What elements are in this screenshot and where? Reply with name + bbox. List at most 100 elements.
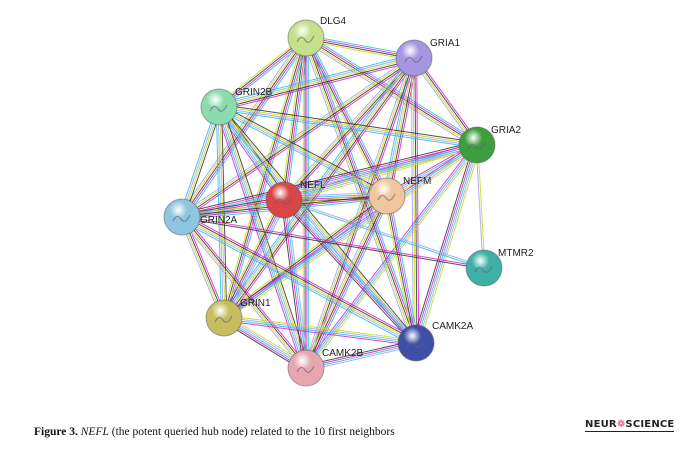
figure-caption: Figure 3. NEFL (the potent queried hub n… [34,426,395,438]
node-nefl[interactable]: NEFL [265,180,326,219]
edge-evidence-line [217,108,386,199]
edge-evidence-line [304,57,414,368]
edge-evidence-line [218,107,477,147]
edge-gria1-camk2a [410,57,420,344]
neuroscience-logo: NEUR❁SCIENCE [585,419,675,432]
node-bubble[interactable] [465,249,503,287]
edge-evidence-line [219,105,478,145]
edge-evidence-line [182,215,485,268]
edge-evidence-line [283,200,484,270]
edge-evidence-line [180,36,305,217]
edge-evidence-line [226,201,288,320]
edge-grin2b-gria2 [218,103,478,149]
edge-evidence-line [416,57,420,343]
node-label: CAMK2B [322,348,363,359]
node-bubble[interactable] [397,324,435,362]
edge-evidence-line [219,59,415,110]
edge-evidence-line [217,35,305,106]
edge-evidence-line [182,214,418,342]
protein-structure-icon [209,104,228,112]
protein-structure-icon [406,340,425,348]
edge-evidence-line [217,107,416,344]
edge-evidence-line [223,320,416,347]
node-gria2[interactable]: GRIA2 [458,125,521,164]
node-gria1[interactable]: GRIA1 [395,38,460,77]
edge-evidence-line [302,56,412,368]
edge-grin2b-camk2a [216,104,419,346]
edge-evidence-line [308,58,418,370]
edge-gria2-mtmr2 [475,144,486,269]
node-bubble[interactable] [287,349,325,387]
node-bubble[interactable] [395,39,433,77]
edge-evidence-line [178,105,217,217]
edge-evidence-line [183,38,308,219]
edge-evidence-line [308,36,420,342]
edge-evidence-line [218,106,285,201]
edge-gria2-grin2a [181,141,478,221]
edge-evidence-line [308,197,391,370]
node-bubble[interactable] [265,181,303,219]
node-mtmr2[interactable]: MTMR2 [465,248,534,287]
node-bubble[interactable] [458,126,496,164]
edge-evidence-line [220,198,282,317]
node-bubble[interactable] [163,198,201,236]
edge-evidence-line [284,199,418,343]
edge-evidence-line [219,61,415,111]
edge-evidence-line [389,195,420,343]
edge-evidence-line [383,196,414,344]
node-nefm[interactable]: NEFM [368,176,431,215]
edge-evidence-line [303,195,386,368]
node-label: GRIN1 [240,298,271,309]
protein-structure-icon [404,55,423,63]
edge-evidence-line [220,39,308,110]
edge-evidence-line [181,217,484,270]
node-bubble[interactable] [287,19,325,57]
edge-evidence-line [307,196,390,369]
edge-evidence-line [224,316,417,343]
edge-dlg4-camk2a [302,36,420,345]
edge-evidence-line [180,55,413,216]
edge-evidence-line [221,198,283,318]
edge-evidence-line [225,200,287,320]
edge-evidence-line [181,37,307,218]
edge-evidence-line [181,216,417,344]
edge-evidence-line [225,197,389,321]
edge-evidence-line [183,214,309,367]
node-label: MTMR2 [498,248,534,259]
edge-evidence-line [224,314,417,341]
edge-evidence-line [284,199,308,368]
edge-evidence-line [415,144,478,344]
node-grin2b[interactable]: GRIN2B [200,87,273,126]
edge-evidence-line [181,142,477,216]
node-camk2b[interactable]: CAMK2B [287,348,363,387]
node-bubble[interactable] [200,88,238,126]
edge-evidence-line [178,35,304,216]
protein-structure-icon [296,35,315,43]
edge-evidence-line [223,57,415,319]
edge-evidence-line [182,58,415,219]
edge-grin2b-grin2a [178,105,223,219]
edge-nefm-camk2a [383,195,420,344]
edge-evidence-line [305,195,388,369]
node-grin2a[interactable]: GRIN2A [163,198,238,236]
edge-evidence-line [307,37,419,343]
edge-evidence-line [284,198,485,268]
edge-evidence-line [414,57,418,343]
node-bubble[interactable] [205,299,243,337]
protein-structure-icon [296,365,315,373]
edge-evidence-line [225,146,479,321]
edge-evidence-line [307,36,390,195]
logo-mark: ❁ [616,419,626,430]
edge-evidence-line [304,144,477,368]
node-label: CAMK2A [432,321,473,332]
edge-nefl-grin1 [220,198,288,320]
node-dlg4[interactable]: DLG4 [287,16,347,57]
edge-evidence-line [180,219,415,347]
edge-evidence-line [223,318,416,345]
node-camk2a[interactable]: CAMK2A [397,321,473,362]
node-grin1[interactable]: GRIN1 [205,298,271,337]
edge-evidence-line [477,144,486,268]
protein-structure-icon [474,265,493,273]
node-bubble[interactable] [368,177,406,215]
